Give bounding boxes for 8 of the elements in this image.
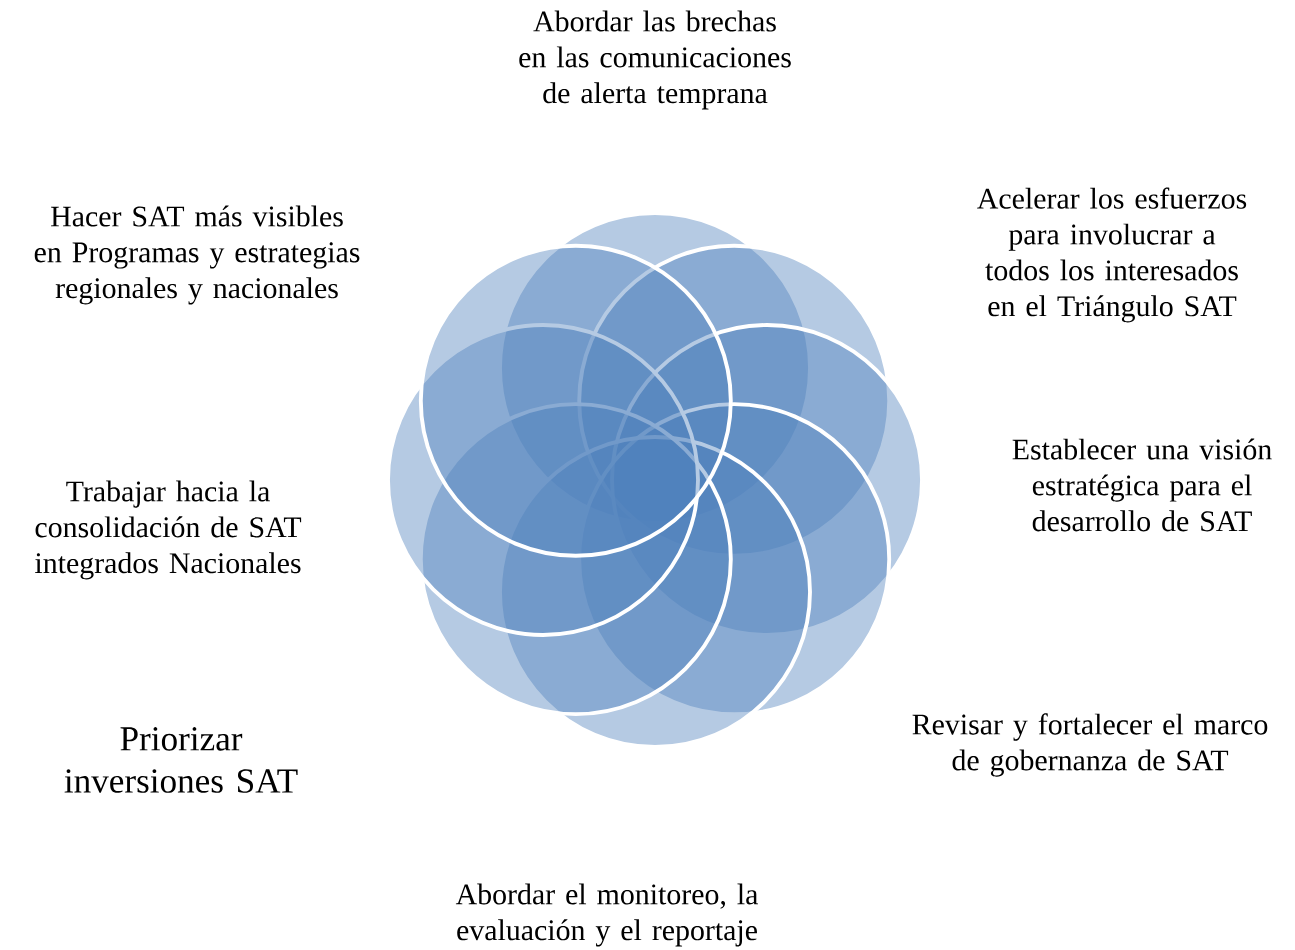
label-text: Acelerar los esfuerzos para involucrar a todos los interesados en el Triángulo SAT	[977, 187, 1247, 323]
label-text: Hacer SAT más visibles en Programas y estrategias regionales y nacionales	[34, 205, 360, 305]
label-text: Priorizar inversiones SAT	[64, 727, 298, 793]
label-text: Abordar las brechas en las comunicaciones de alerta temprana	[519, 10, 791, 110]
label-text: Establecer una visión estratégica para el desarrollo de SAT	[1012, 438, 1272, 532]
label-text: Abordar el monitoreo, la evaluación y el reportaje	[455, 883, 758, 947]
label-text: Revisar y fortalecer el marco de gobernanza de SAT	[912, 713, 1268, 777]
label-text: Trabajar hacia la consolidación de SAT integrados Nacionales	[35, 480, 302, 580]
